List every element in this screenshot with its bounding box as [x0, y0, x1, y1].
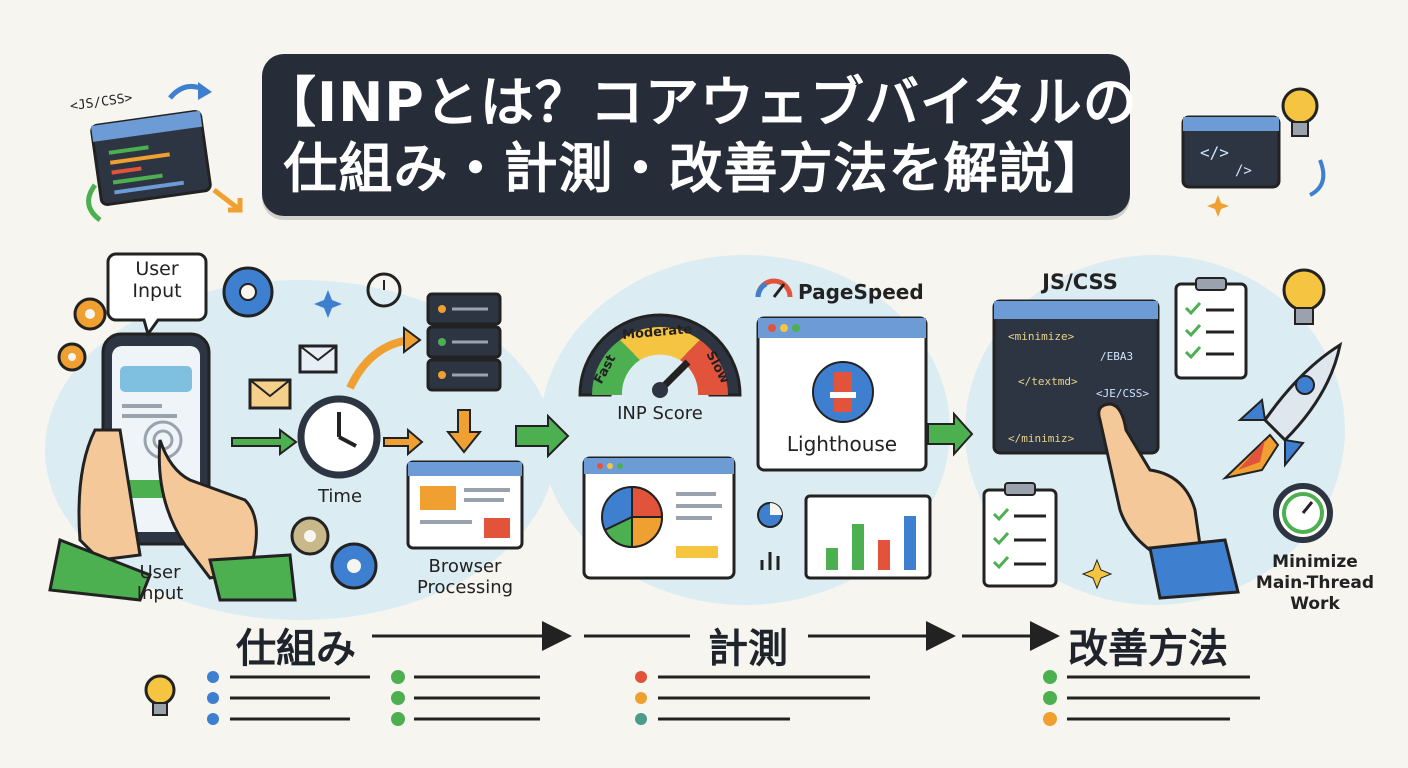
sparkle-icon: [1207, 195, 1229, 217]
section-improvement: 改善方法: [1068, 626, 1228, 672]
envelope-icon: [298, 344, 338, 374]
gear-icon: [222, 266, 274, 318]
flow-arrow: [231, 428, 298, 456]
user-input-label: User Input: [136, 562, 184, 604]
check-list-improvement: [1043, 670, 1260, 726]
lighthouse-label: Lighthouse: [786, 432, 898, 456]
js-css-label: JS/CSS: [1042, 270, 1118, 294]
checklist-clipboard-icon: [1174, 277, 1248, 380]
gear-icon: [290, 516, 330, 556]
flow-arrow: [927, 411, 974, 457]
lighthouse-window: [756, 316, 928, 472]
stopwatch-icon: [1273, 483, 1333, 543]
refresh-clock-icon: [366, 272, 402, 308]
checklist-clipboard-icon: [982, 482, 1058, 588]
analytics-window: [582, 456, 736, 580]
check-list-mechanism: [391, 670, 540, 726]
flow-arrow: [383, 427, 424, 457]
clock-icon: [297, 395, 381, 479]
lightbulb-icon: [144, 674, 176, 716]
flow-arrow: [515, 413, 570, 459]
sparkle-icon: [314, 290, 342, 318]
pointer-arrow-icon: [212, 188, 243, 213]
code-window-icon: [90, 110, 212, 206]
code-line: <JE/CSS>: [1096, 387, 1149, 400]
code-line: /EBA3: [1100, 350, 1134, 363]
gear-icon: [57, 342, 87, 372]
server-icon: [426, 292, 502, 392]
lightbulb-icon: [1281, 87, 1319, 137]
sparkle-icon: [1081, 558, 1113, 590]
arrow-head-icon: [403, 326, 422, 354]
gear-icon: [330, 542, 378, 590]
inp-score-label: INP Score: [617, 403, 703, 424]
section-measurement: 計測: [708, 626, 788, 672]
code-line: </minimiz>: [1008, 432, 1075, 445]
user-input-bubble-text: User Input: [132, 258, 182, 302]
lightbulb-icon: [1282, 268, 1326, 325]
pagespeed-logo-icon: [755, 278, 793, 298]
envelope-icon: [248, 378, 292, 410]
speech-bubble: [106, 252, 208, 338]
section-mechanism: 仕組み: [236, 626, 356, 672]
bars-doodle-icon: [760, 552, 780, 570]
time-label: Time: [317, 486, 363, 507]
small-pie-icon: [757, 502, 783, 528]
code-line: <minimize>: [1008, 330, 1075, 343]
curved-arrow-icon: [1309, 159, 1326, 197]
arrow-head-icon: [198, 82, 212, 100]
code-tag-window-icon: </> />: [1181, 115, 1281, 189]
pagespeed-label: PageSpeed: [798, 280, 924, 304]
title-banner: 【INPとは？コアウェブバイタルの 仕組み・計測・改善方法を解説】: [262, 54, 1138, 216]
pointing-hand-icon: [1097, 402, 1202, 562]
browser-processing-label: Browser Processing: [416, 556, 514, 598]
bar-chart-window: [804, 494, 932, 580]
title-line-1: 【INPとは？コアウェブバイタルの: [262, 71, 1138, 134]
curved-arrow-icon: [86, 183, 102, 222]
svg-text:</>: </>: [1200, 143, 1229, 162]
minimize-main-thread-label: Minimize Main-Thread Work: [1255, 552, 1375, 614]
sleeve-icon: [48, 537, 152, 602]
browser-window-icon: [406, 460, 524, 550]
inp-gauge: [578, 313, 742, 398]
tapping-hand-icon: [157, 439, 258, 580]
rocket-icon: [1221, 341, 1343, 480]
gear-icon: [73, 297, 107, 331]
svg-text:/>: />: [1235, 163, 1252, 179]
code-line: </textmd>: [1018, 375, 1078, 388]
title-line-2: 仕組み・計測・改善方法を解説】: [283, 137, 1109, 200]
down-arrow-icon: [445, 409, 483, 454]
sleeve-icon: [208, 553, 297, 602]
curved-arrow-icon: [346, 336, 411, 390]
bullet-list-measurement: [635, 671, 870, 725]
bullet-list-mechanism: [207, 671, 370, 725]
sleeve-icon: [1148, 538, 1240, 600]
